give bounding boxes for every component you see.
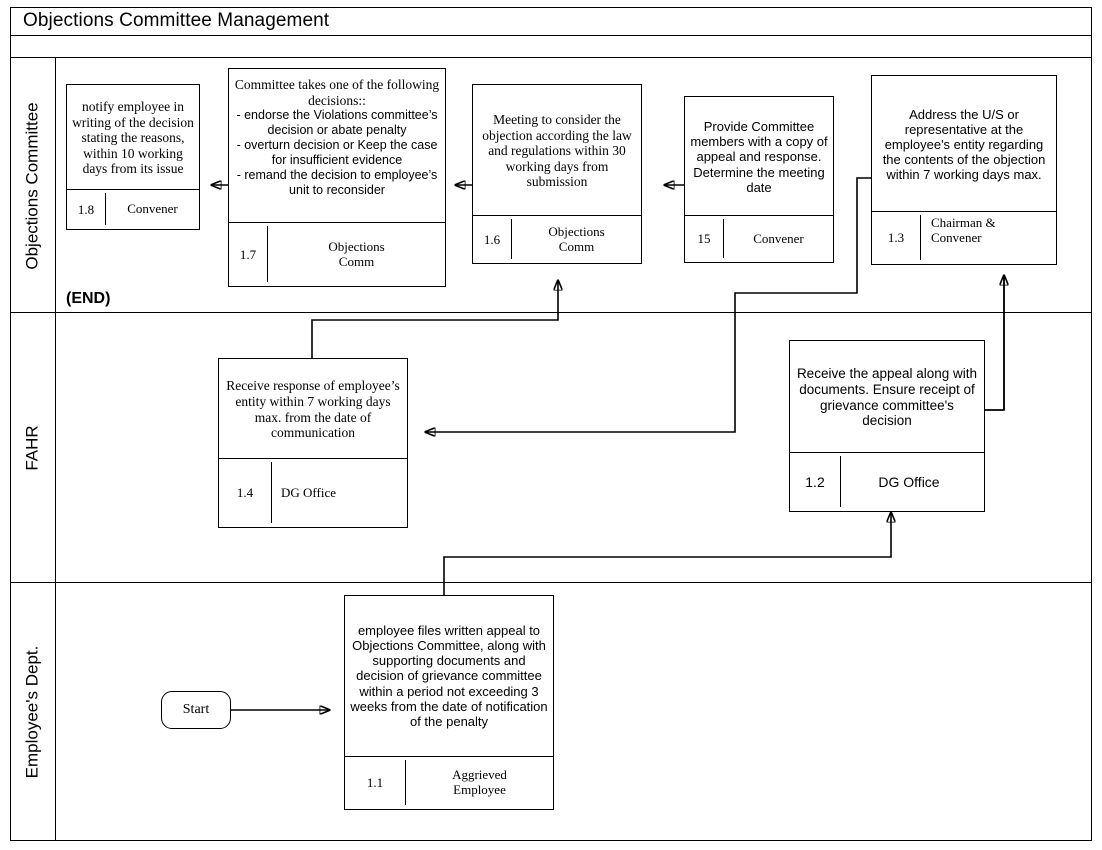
process-box-1-4-number: 1.4 — [236, 485, 254, 500]
footer-divider — [405, 760, 406, 805]
subtitle-row — [10, 36, 1092, 58]
process-box-1-1-role: Aggrieved Employee — [452, 767, 507, 797]
process-box-1-2-role: DG Office — [878, 473, 940, 490]
end-marker: (END) — [66, 290, 111, 307]
process-box-1-2-text: Receive the appeal along with documents.… — [796, 366, 978, 429]
process-box-1-7-role: Objections Comm — [328, 238, 385, 269]
process-box-15-text: Provide Committee members with a copy of… — [690, 119, 828, 195]
process-box-1-7-footer: 1.7 Objections Comm — [229, 222, 445, 286]
start-terminator[interactable]: Start — [161, 691, 231, 729]
footer-divider — [920, 215, 921, 260]
process-box-1-2[interactable]: Receive the appeal along with documents.… — [789, 340, 985, 512]
process-box-1-3-text: Address the U/S or representative at the… — [882, 106, 1046, 183]
process-box-1-1[interactable]: employee files written appeal to Objecti… — [344, 595, 554, 810]
process-box-1-6-footer: 1.6 Objections Comm — [473, 215, 641, 263]
process-box-1-7-text-sans: - endorse the Violations committee’s dec… — [236, 108, 438, 198]
process-box-1-3-number: 1.3 — [887, 230, 905, 245]
lane-label-objections-committee: Objections Committee — [22, 101, 42, 270]
lane-header-employees-dept: Employee's Dept. — [10, 583, 56, 841]
lane-label-employees-dept: Employee's Dept. — [22, 645, 42, 779]
process-box-1-7-text: Committee takes one of the following dec… — [229, 69, 445, 222]
page-title: Objections Committee Management — [23, 10, 330, 31]
footer-divider — [271, 462, 272, 523]
process-box-1-3[interactable]: Address the U/S or representative at the… — [871, 75, 1057, 265]
process-box-1-8-text: notify employee in writing of the decisi… — [72, 98, 194, 177]
footer-divider — [511, 219, 512, 259]
process-box-1-6-text: Meeting to consider the objection accord… — [482, 111, 632, 190]
process-box-1-4-text: Receive response of employee’s entity wi… — [226, 378, 400, 441]
process-box-15-role: Convener — [753, 230, 804, 246]
process-box-1-8-number: 1.8 — [77, 201, 95, 217]
outer-frame — [10, 7, 1092, 841]
process-box-1-2-footer: 1.2 DG Office — [790, 452, 984, 511]
process-box-1-7-number: 1.7 — [239, 246, 257, 262]
process-box-15-footer: 15 Convener — [685, 215, 833, 262]
process-box-1-6[interactable]: Meeting to consider the objection accord… — [472, 84, 642, 264]
lane-header-fahr: FAHR — [10, 313, 56, 583]
process-box-1-8-role: Convener — [127, 201, 178, 217]
process-box-1-1-number: 1.1 — [366, 775, 384, 790]
process-box-1-7[interactable]: Committee takes one of the following dec… — [228, 68, 446, 287]
footer-divider — [267, 226, 268, 282]
process-box-1-8[interactable]: notify employee in writing of the decisi… — [66, 84, 200, 230]
process-box-1-6-role: Objections Comm — [548, 223, 605, 254]
process-box-1-1-footer: 1.1 Aggrieved Employee — [345, 756, 553, 809]
footer-divider — [105, 193, 106, 225]
process-box-15-number: 15 — [697, 231, 711, 246]
title-bar: Objections Committee Management — [10, 7, 1092, 36]
process-box-1-3-footer: 1.3 Chairman & Convener — [872, 211, 1056, 264]
start-label: Start — [182, 702, 210, 717]
lane-label-fahr: FAHR — [22, 425, 42, 471]
process-box-1-4[interactable]: Receive response of employee’s entity wi… — [218, 358, 408, 528]
process-box-1-1-text: employee files written appeal to Objecti… — [350, 623, 548, 729]
process-box-15[interactable]: Provide Committee members with a copy of… — [684, 96, 834, 263]
process-box-1-8-footer: 1.8 Convener — [67, 189, 199, 229]
process-box-1-4-role: DG Office — [281, 484, 336, 500]
process-box-1-4-footer: 1.4 DG Office — [219, 458, 407, 527]
process-box-1-6-number: 1.6 — [483, 231, 501, 247]
process-box-1-3-role: Chairman & Convener — [931, 215, 996, 245]
process-box-1-7-text-serif: Committee takes one of the following dec… — [234, 77, 440, 108]
footer-divider — [840, 456, 841, 507]
process-box-1-2-number: 1.2 — [805, 474, 825, 490]
lane-header-objections-committee: Objections Committee — [10, 58, 56, 313]
